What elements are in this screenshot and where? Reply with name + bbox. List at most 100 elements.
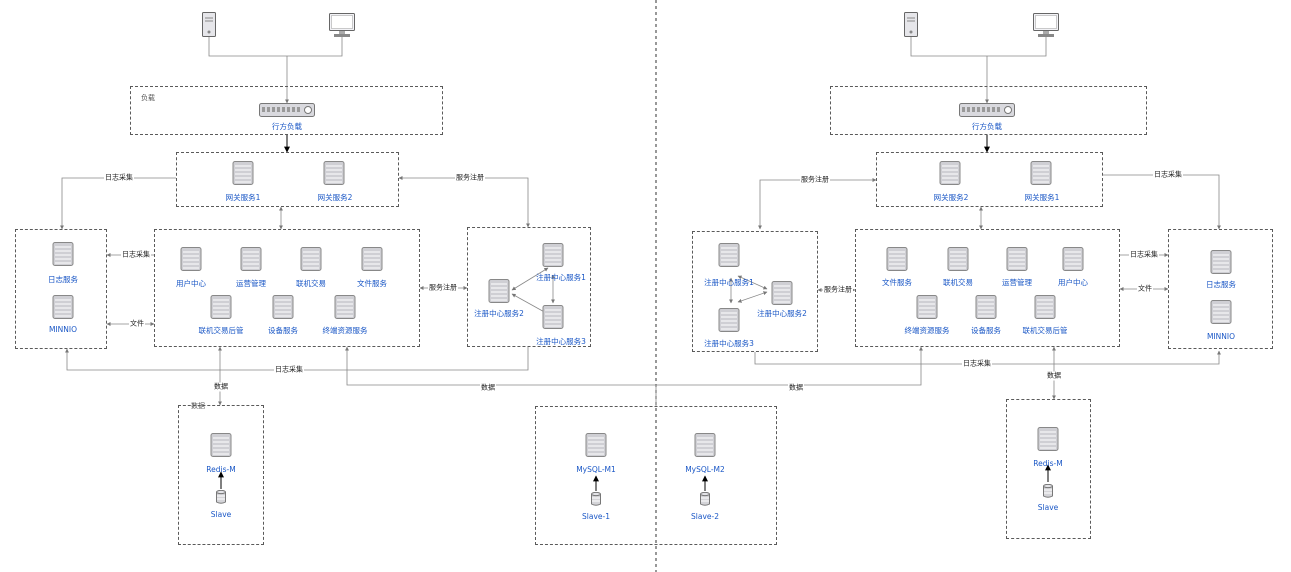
- monitor-client-icon: [1033, 13, 1059, 42]
- right-gateway-group: [876, 152, 1103, 207]
- database-icon: [591, 492, 601, 506]
- app-service-label: 终端资源服务: [904, 326, 950, 335]
- database-icon: [216, 490, 226, 504]
- app-service-label: 文件服务: [357, 279, 387, 288]
- server-icon: [886, 247, 908, 271]
- gateway-service-label: 网关服务1: [1024, 193, 1060, 202]
- server-icon: [1062, 247, 1084, 271]
- mysql-slave-label: Slave-2: [691, 512, 719, 521]
- server-icon: [488, 279, 510, 303]
- registry-label: 注册中心服务2: [757, 309, 807, 318]
- app-service-label: 终端资源服务: [322, 326, 368, 335]
- server-icon: [272, 295, 294, 319]
- server-icon: [542, 305, 564, 329]
- right-redis-group: [1006, 399, 1091, 539]
- redis-slave-label: Slave: [1037, 503, 1059, 512]
- server-icon: [694, 433, 716, 457]
- server-icon: [718, 243, 740, 267]
- right-app-group: [855, 229, 1120, 347]
- server-icon: [947, 247, 969, 271]
- server-icon: [916, 295, 938, 319]
- server-icon: [771, 281, 793, 305]
- server-icon: [52, 295, 74, 319]
- right-registry-group: [692, 231, 818, 352]
- log-service-label: 日志服务: [1206, 280, 1236, 289]
- mysql-master-label: MySQL-M2: [685, 465, 725, 474]
- server-icon: [210, 295, 232, 319]
- registry-label: 注册中心服务1: [536, 273, 586, 282]
- server-icon: [1210, 300, 1232, 324]
- load-group-label: 负载: [141, 94, 155, 102]
- log-service-label: 日志服务: [48, 275, 78, 284]
- server-icon: [52, 242, 74, 266]
- redis-master-label: Redis-M: [1033, 459, 1063, 468]
- server-icon: [210, 433, 232, 457]
- left-log-group: [15, 229, 107, 349]
- redis-master-label: Redis-M: [206, 465, 236, 474]
- app-service-label: 联机交易后管: [198, 326, 244, 335]
- edge-label-service-register: 服务注册: [428, 283, 458, 293]
- edge-label-service-register: 服务注册: [455, 173, 485, 183]
- server-icon: [300, 247, 322, 271]
- right-log-group: [1168, 229, 1273, 349]
- server-icon: [1030, 161, 1052, 185]
- server-icon: [232, 161, 254, 185]
- load-balancer-label: 行方负载: [972, 122, 1002, 131]
- load-balancer-icon: [259, 103, 315, 123]
- edge-label-log-collect: 日志采集: [121, 250, 151, 260]
- app-service-label: 运营管理: [1002, 278, 1032, 287]
- gateway-service-label: 网关服务2: [933, 193, 969, 202]
- server-icon: [585, 433, 607, 457]
- server-icon: [1034, 295, 1056, 319]
- edge-label-log-collect: 日志采集: [104, 173, 134, 183]
- left-app-group: [154, 229, 420, 347]
- app-service-label: 设备服务: [971, 326, 1001, 335]
- edge-label-data: 数据: [480, 383, 496, 393]
- server-icon: [323, 161, 345, 185]
- server-client-icon: [904, 12, 918, 41]
- redis-group-label: 数据: [191, 402, 205, 410]
- registry-label: 注册中心服务1: [704, 278, 754, 287]
- mysql-slave-label: Slave-1: [582, 512, 610, 521]
- left-registry-group: [467, 227, 591, 347]
- mysql-master-label: MySQL-M1: [576, 465, 616, 474]
- server-icon: [361, 247, 383, 271]
- server-icon: [180, 247, 202, 271]
- server-icon: [718, 308, 740, 332]
- load-balancer-label: 行方负载: [272, 122, 302, 131]
- right-load-group: [830, 86, 1147, 135]
- app-service-label: 用户中心: [176, 279, 206, 288]
- gateway-service-label: 网关服务2: [317, 193, 353, 202]
- edge-label-data: 数据: [213, 382, 229, 392]
- replication-arrows: [218, 464, 1051, 491]
- edge-label-file: 文件: [1137, 284, 1153, 294]
- edge-label-log-collect: 日志采集: [1129, 250, 1159, 260]
- edge-label-file: 文件: [129, 319, 145, 329]
- gateway-service-label: 网关服务1: [225, 193, 261, 202]
- server-icon: [1006, 247, 1028, 271]
- database-icon: [700, 492, 710, 506]
- left-gateway-group: [176, 152, 399, 207]
- server-client-icon: [202, 12, 216, 41]
- database-icon: [1043, 484, 1053, 498]
- edge-label-log-collect: 日志采集: [1153, 170, 1183, 180]
- registry-label: 注册中心服务3: [704, 339, 754, 348]
- registry-label: 注册中心服务3: [536, 337, 586, 346]
- server-icon: [975, 295, 997, 319]
- minio-label: MINNIO: [48, 325, 78, 334]
- server-icon: [939, 161, 961, 185]
- server-icon: [334, 295, 356, 319]
- edge-label-service-register: 服务注册: [800, 175, 830, 185]
- edge-label-log-collect: 日志采集: [274, 365, 304, 375]
- server-icon: [1037, 427, 1059, 451]
- edge-label-log-collect: 日志采集: [962, 359, 992, 369]
- monitor-client-icon: [329, 13, 355, 42]
- app-service-label: 用户中心: [1058, 278, 1088, 287]
- app-service-label: 文件服务: [882, 278, 912, 287]
- registry-label: 注册中心服务2: [474, 309, 524, 318]
- edge-label-service-register: 服务注册: [823, 285, 853, 295]
- app-service-label: 联机交易: [943, 278, 973, 287]
- minio-label: MINNIO: [1206, 332, 1236, 341]
- left-load-group: [130, 86, 443, 135]
- server-icon: [542, 243, 564, 267]
